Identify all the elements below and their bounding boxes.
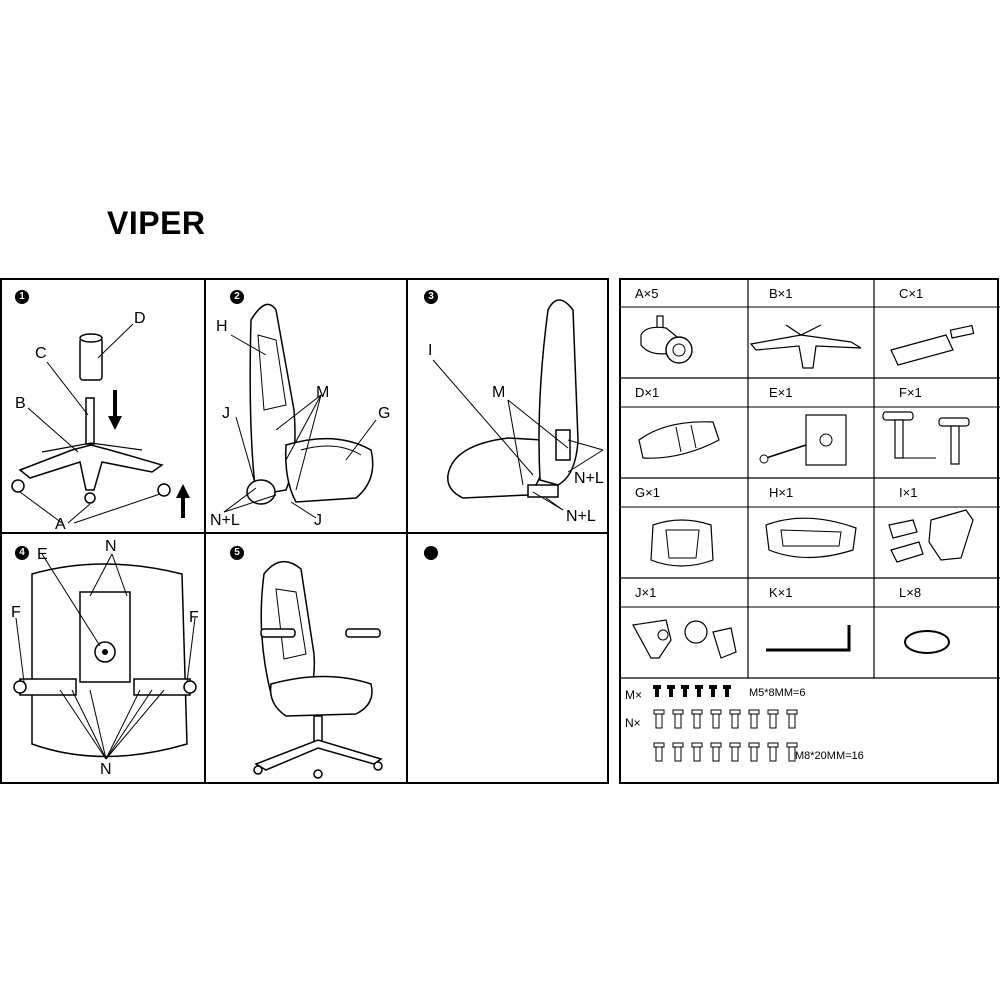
screws-illustration xyxy=(653,685,798,762)
part-l-label: L×8 xyxy=(899,585,922,600)
label-n-plus-l: N+L xyxy=(210,512,240,529)
label-b: B xyxy=(15,395,26,412)
step-2-number: 2 xyxy=(230,290,244,304)
screw-m-spec: M5*8MM=6 xyxy=(749,687,806,699)
n-screws-icon xyxy=(653,709,798,762)
part-b-label: B×1 xyxy=(769,286,793,301)
label-h: H xyxy=(216,318,228,335)
step-4-number: 4 xyxy=(15,546,29,560)
step-1-number: 1 xyxy=(15,290,29,304)
screw-n-label: N× xyxy=(625,716,641,730)
part-a-caster-icon xyxy=(640,315,693,364)
step-5-panel: 5 xyxy=(206,534,406,784)
label-a: A xyxy=(55,516,66,533)
step-2-panel: 2 H M G J N+L J xyxy=(206,280,406,532)
label-n-top: N xyxy=(105,538,117,555)
label-g: G xyxy=(378,405,391,422)
m-screws-icon xyxy=(653,685,731,697)
part-h-label: H×1 xyxy=(769,485,794,500)
step-3-bracket-illustration xyxy=(432,299,604,511)
part-i-label: I×1 xyxy=(899,485,918,500)
step-3-number: 3 xyxy=(424,290,438,304)
step-4-panel: 4 E N F F xyxy=(2,534,204,784)
step-4-mechanism-illustration xyxy=(13,553,197,760)
part-d-cover-icon xyxy=(638,421,720,459)
step-6-panel xyxy=(408,534,609,784)
label-c: C xyxy=(35,345,47,362)
part-g-label: G×1 xyxy=(635,485,660,500)
label-e: E xyxy=(37,546,48,563)
part-c-label: C×1 xyxy=(899,286,924,301)
screw-m-label: M× xyxy=(625,688,643,702)
part-h-backrest-icon xyxy=(765,517,857,559)
label-j-top: J xyxy=(222,405,230,422)
label-m: M xyxy=(316,384,330,401)
label-f-right: F xyxy=(189,609,199,626)
part-d-label: D×1 xyxy=(635,385,660,400)
part-g-seat-icon xyxy=(650,519,714,567)
screw-n-spec: M8*20MM=16 xyxy=(795,750,864,762)
part-c-gas-lift-icon xyxy=(890,324,975,366)
part-e-mechanism-icon xyxy=(759,414,847,466)
step-5-finished-chair-illustration xyxy=(253,560,383,779)
part-j-bracket-set-icon xyxy=(632,619,737,659)
step-6-number xyxy=(424,546,438,560)
label-d: D xyxy=(134,310,146,327)
step-5-number: 5 xyxy=(230,546,244,560)
part-b-base-icon xyxy=(749,324,862,369)
step-3-panel: 3 I M N+L N+L xyxy=(408,280,609,532)
label-j-bottom: J xyxy=(314,512,322,529)
manual-title: VIPER xyxy=(107,205,206,241)
label-n-bottom: N xyxy=(100,761,112,778)
part-a-label: A×5 xyxy=(635,286,659,301)
part-k-allen-key-icon xyxy=(766,625,851,652)
label-m: M xyxy=(492,384,506,401)
label-n-plus-l-lower: N+L xyxy=(566,508,596,525)
label-n-plus-l-upper: N+L xyxy=(574,470,604,487)
label-f-left: F xyxy=(11,604,21,621)
part-i-bracket-icon xyxy=(888,509,974,563)
assembly-steps-grid: 1 D C B xyxy=(0,278,609,784)
step-1-base-illustration xyxy=(11,323,190,524)
parts-list: A×5 B×1 C×1 D×1 E×1 F×1 G×1 H×1 I×1 J×1 … xyxy=(619,278,1000,784)
part-l-washer-icon xyxy=(904,630,950,654)
label-i: I xyxy=(428,342,433,359)
part-j-label: J×1 xyxy=(635,585,657,600)
step-1-panel: 1 D C B xyxy=(2,280,204,533)
parts-illustrations xyxy=(632,315,975,659)
part-e-label: E×1 xyxy=(769,385,793,400)
part-k-label: K×1 xyxy=(769,585,793,600)
part-f-armrest-icon xyxy=(882,411,970,465)
part-f-label: F×1 xyxy=(899,385,922,400)
step-2-seat-backrest-illustration xyxy=(223,303,377,519)
